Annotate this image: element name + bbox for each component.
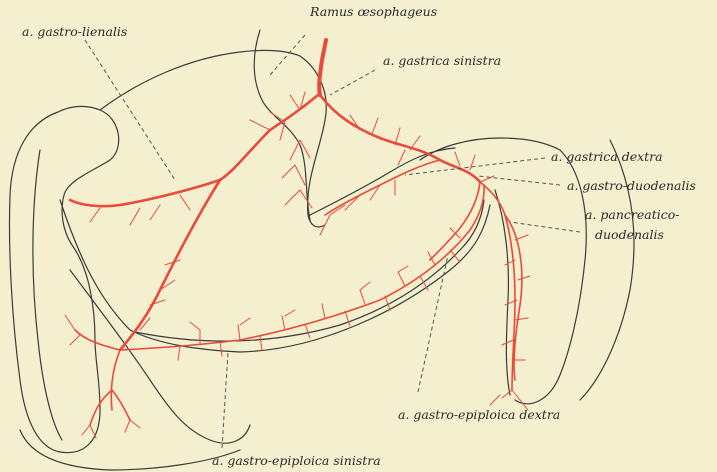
colon-left-outline: [70, 270, 250, 443]
label-pancreatico: a. pancreatico-: [585, 207, 680, 222]
duodenum-descending-outline: [495, 190, 510, 395]
label-gastrica-dextra: a. gastrica dextra: [551, 149, 663, 164]
pylorus-outline: [310, 148, 455, 215]
label-gastro-duodenalis: a. gastro-duodenalis: [567, 178, 696, 193]
leader-ramus-oesophageus: [270, 35, 305, 75]
diaphragm-outline: [100, 50, 300, 110]
leader-gastro-epiploica-sinistra: [222, 352, 228, 448]
gastro-duodenalis-artery: [480, 182, 515, 390]
label-ramus-oesophageus: Ramus œsophageus: [309, 4, 437, 19]
gastro-epiploica-sinistra-branch: [75, 330, 130, 425]
duodenum-outline: [420, 138, 560, 160]
leader-gastro-duodenalis: [478, 176, 560, 185]
gastrica-sinistra-artery: [320, 95, 480, 182]
stomach-fundus-outline: [254, 30, 310, 220]
leader-gastrica-dextra: [405, 158, 545, 175]
labels: Ramus œsophageus a. gastro-lienalis a. g…: [22, 4, 696, 468]
stomach-body-outline: [60, 200, 490, 352]
gastro-lienalis-artery: [70, 180, 220, 206]
spleen-inner-edge: [33, 150, 62, 440]
label-gastro-epiploica-sinistra: a. gastro-epiploica sinistra: [212, 453, 381, 468]
arterial-twigs: [65, 92, 530, 438]
stomach-inner-outline: [300, 56, 326, 227]
leader-pancreatico-duodenalis: [510, 222, 580, 232]
left-descending-artery: [220, 95, 318, 180]
label-gastro-epiploica-dextra: a. gastro-epiploica dextra: [398, 407, 560, 422]
arteries: [65, 40, 530, 438]
gastro-epiploica-sinistra-artery: [120, 180, 220, 350]
label-gastrica-sinistra: a. gastrica sinistra: [383, 53, 501, 68]
leader-gastrica-sinistra: [330, 70, 375, 95]
greater-curvature-arcade: [120, 185, 484, 350]
gastro-epiploica-dextra-artery: [430, 182, 480, 260]
label-duodenalis: duodenalis: [595, 227, 664, 242]
label-gastro-lienalis: a. gastro-lienalis: [22, 24, 127, 39]
